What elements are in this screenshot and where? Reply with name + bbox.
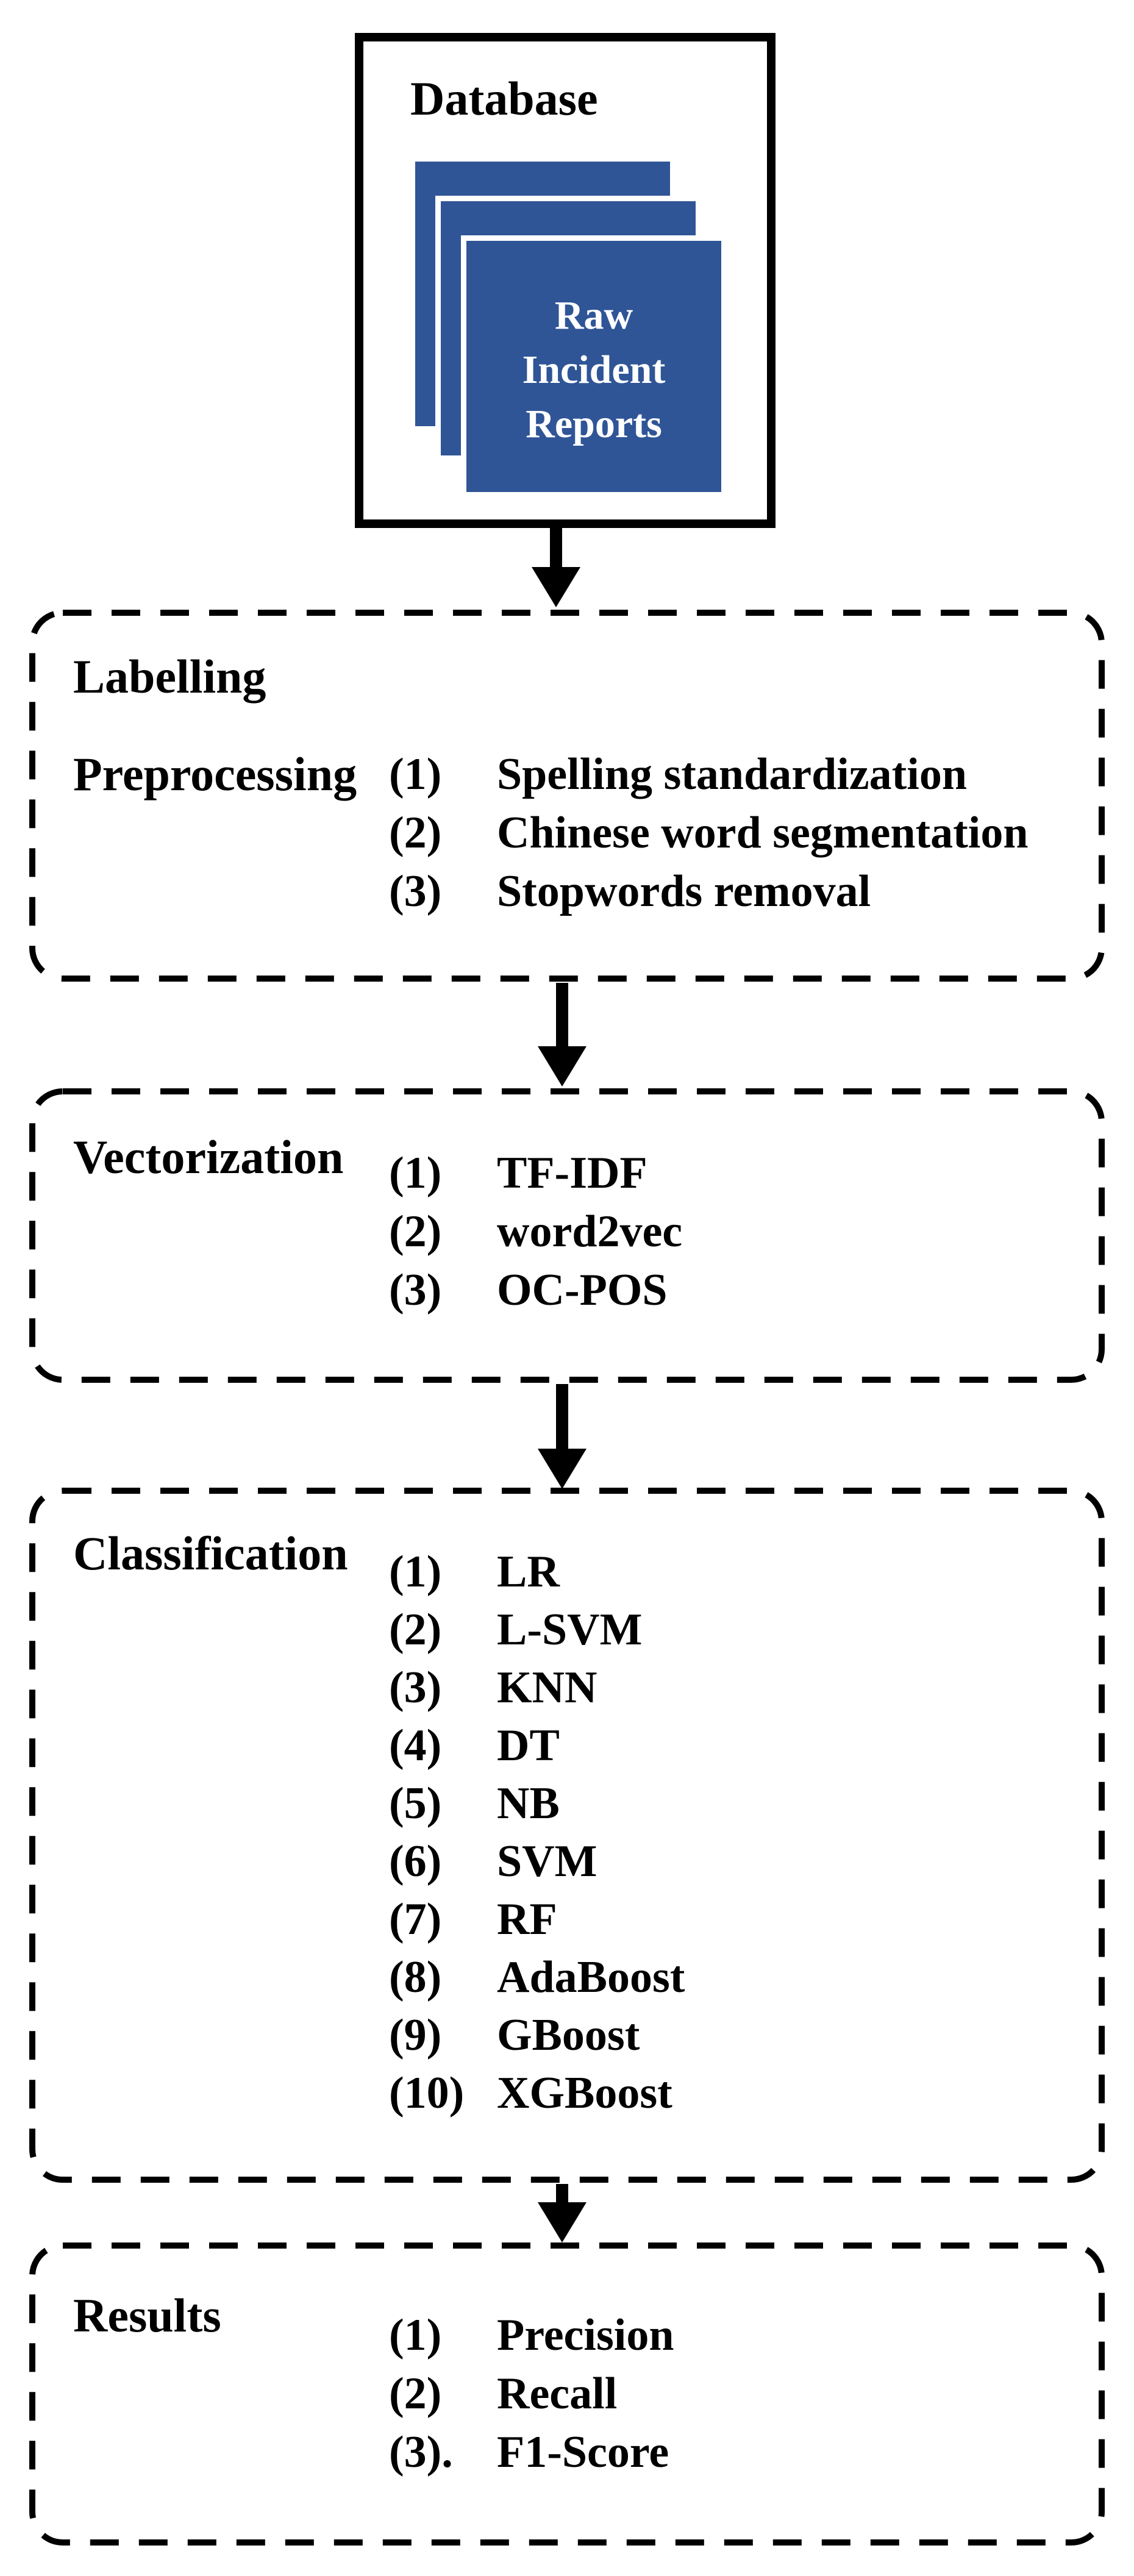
item-label: GBoost [497,2010,640,2060]
item-number: (6) [389,1836,442,1886]
item-number: (1) [389,1547,442,1597]
item-number: (9) [389,2010,442,2060]
database-box: Database Raw Incident Reports [355,33,776,528]
item-number: (3) [389,1265,442,1315]
item-label: SVM [497,1836,597,1886]
stage-title-classification: Classification [73,1527,348,1580]
item-label: Stopwords removal [497,866,871,916]
item-number: (3). [389,2427,453,2477]
item-label: DT [497,1721,560,1771]
list-item-row: (1) LR [389,1543,1090,1601]
stage-title-results: Results [73,2289,221,2342]
arrow-down-icon [538,1384,587,1489]
item-label: XGBoost [497,2068,672,2118]
list-item-row: (7) RF [389,1890,1090,1949]
list-item-row: (2) Recall [389,2364,1090,2423]
list-item-row: (8) AdaBoost [389,1948,1090,2007]
item-number: (2) [389,808,442,858]
item-number: (8) [389,1952,442,2002]
list-item-row: (9) GBoost [389,2006,1090,2064]
stage-vectorization: Vectorization (1) TF-IDF (2) word2vec (3… [29,1088,1105,1383]
item-number: (7) [389,1894,442,1944]
list-item-row: (6) SVM [389,1832,1090,1891]
list-item-row: (1) TF-IDF [389,1144,1090,1202]
item-number: (1) [389,749,442,799]
stage-title-labelling: Labelling [73,650,266,703]
stage-classification: Classification (1) LR (2) L-SVM (3) KNN … [29,1488,1105,2183]
stage-labelling-preprocessing: Labelling Preprocessing (1) Spelling sta… [29,610,1105,982]
stage-title-vectorization: Vectorization [73,1130,344,1183]
list-item-row: (2) L-SVM [389,1600,1090,1659]
item-number: (2) [389,1207,442,1257]
item-label: RF [497,1894,557,1944]
item-number: (2) [389,1605,442,1655]
raw-incident-reports-label: Raw Incident Reports [522,293,666,446]
list-item-row: (1) Precision [389,2306,1090,2364]
item-label: F1-Score [497,2427,669,2477]
item-number: (1) [389,2310,442,2360]
list-item-row: (2) Chinese word segmentation [389,804,1090,862]
item-label: OC-POS [497,1265,668,1315]
item-label: Recall [497,2369,618,2419]
list-item-row: (3) OC-POS [389,1261,1090,1319]
list-item-row: (10) XGBoost [389,2064,1090,2122]
item-label: L-SVM [497,1605,643,1655]
list-item-row: (3) Stopwords removal [389,862,1090,921]
item-number: (1) [389,1148,442,1198]
arrow-down-icon [538,983,587,1086]
list-item-row: (3) KNN [389,1658,1090,1717]
list-item-row: (5) NB [389,1774,1090,1833]
item-number: (3) [389,1663,442,1713]
stage-title-preprocessing: Preprocessing [73,747,357,801]
item-number: (2) [389,2369,442,2419]
item-label: Chinese word segmentation [497,808,1029,858]
item-label: NB [497,1779,560,1829]
item-label: Precision [497,2310,674,2360]
item-number: (4) [389,1721,442,1771]
item-number: (10) [389,2068,465,2118]
item-label: AdaBoost [497,1952,685,2002]
list-item-row: (1) Spelling standardization [389,745,1090,804]
list-item-row: (2) word2vec [389,1202,1090,1261]
stage-results: Results (1) Precision (2) Recall (3). F1… [29,2242,1105,2542]
database-title: Database [410,72,598,125]
item-label: KNN [497,1663,597,1713]
arrow-down-icon [532,528,580,607]
item-number: (3) [389,866,442,916]
arrow-down-icon [538,2184,587,2242]
item-label: LR [497,1547,560,1597]
item-label: word2vec [497,1207,683,1257]
item-label: TF-IDF [497,1148,647,1198]
list-item-row: (4) DT [389,1716,1090,1775]
item-label: Spelling standardization [497,749,968,799]
list-item-row: (3). F1-Score [389,2423,1090,2481]
report-sheet-front-icon: Raw Incident Reports [466,241,721,492]
item-number: (5) [389,1779,442,1829]
